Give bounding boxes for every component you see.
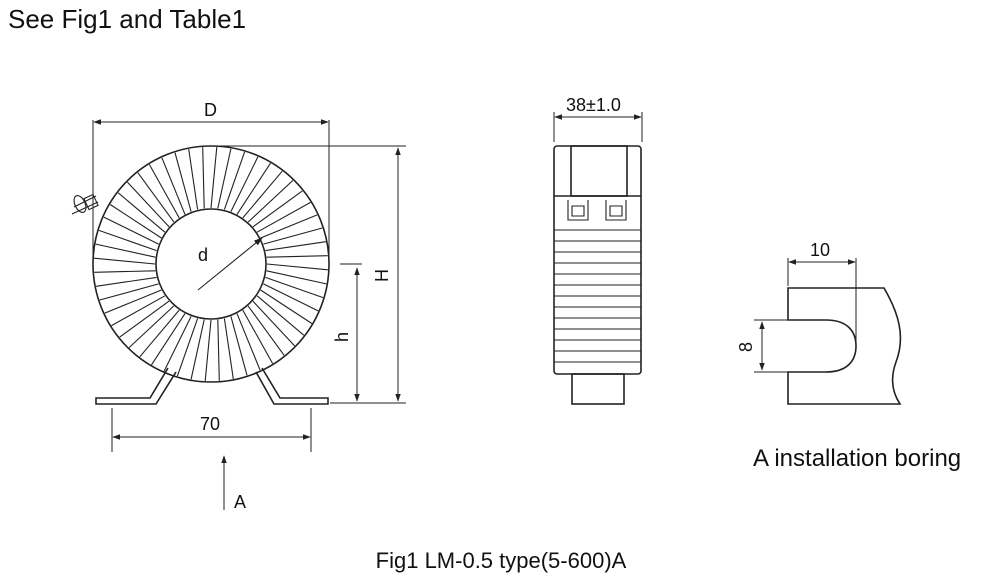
winding-line	[242, 309, 274, 364]
winding-line	[109, 204, 162, 239]
winding-line	[256, 201, 311, 233]
winding-line	[266, 270, 327, 285]
winding-line	[98, 229, 157, 252]
winding-line	[104, 289, 162, 314]
winding-line	[242, 170, 283, 219]
dim-boring-height-label: 8	[736, 342, 756, 352]
winding-line	[266, 263, 328, 271]
side-view: 38±1.0	[553, 95, 643, 405]
winding-line	[176, 318, 199, 377]
outer-circle	[92, 145, 330, 383]
winding-line	[139, 309, 180, 358]
winding-line	[128, 305, 175, 349]
side-windings	[554, 229, 641, 363]
winding-line	[126, 181, 170, 228]
winding-line	[95, 243, 156, 258]
inner-circle	[155, 208, 267, 320]
side-foot	[571, 373, 625, 405]
winding-line	[217, 148, 232, 209]
winding-line	[230, 316, 248, 376]
dim-thickness-label: 38±1.0	[566, 95, 621, 115]
winding-line	[247, 179, 294, 223]
header-text: See Fig1 and Table1	[8, 4, 247, 34]
winding-line	[266, 255, 328, 258]
winding-line	[256, 295, 305, 336]
winding-line	[263, 227, 323, 245]
winding-line	[223, 318, 234, 379]
coil-windings	[94, 147, 328, 381]
winding-line	[190, 319, 205, 380]
winding-line	[99, 283, 159, 301]
winding-line	[137, 172, 175, 223]
winding-line	[96, 276, 157, 287]
winding-line	[148, 164, 180, 219]
winding-line	[161, 157, 186, 215]
winding-line	[210, 147, 218, 209]
winding-line	[94, 257, 156, 265]
dim-boring-width-label: 10	[810, 240, 830, 260]
mounting-feet	[95, 367, 329, 405]
dim-D-label: D	[204, 100, 217, 120]
boring-caption: A installation boring	[753, 445, 962, 472]
winding-line	[263, 283, 319, 312]
winding-line	[94, 270, 156, 273]
dim-h-label: h	[332, 332, 352, 342]
winding-line	[223, 151, 246, 210]
winding-line	[252, 190, 303, 228]
winding-line	[265, 276, 324, 299]
dim-70-label: 70	[200, 414, 220, 434]
winding-line	[204, 319, 212, 381]
winding-line	[111, 295, 166, 327]
winding-line	[236, 313, 261, 371]
winding-line	[265, 241, 326, 252]
winding-line	[260, 289, 313, 324]
figure-caption: Fig1 LM-0.5 type(5-600)A	[375, 548, 627, 573]
winding-line	[260, 214, 318, 239]
winding-line	[174, 152, 192, 212]
winding-line	[163, 316, 192, 372]
winding-line	[236, 162, 271, 215]
terminal-block	[570, 145, 628, 197]
dim-d-line	[197, 237, 263, 291]
winding-line	[247, 305, 285, 356]
winding-line	[151, 313, 186, 366]
terminal-clip-icon	[567, 200, 627, 221]
installation-boring-view: 10 8	[736, 240, 902, 405]
winding-line	[117, 192, 166, 233]
winding-line	[202, 147, 205, 209]
winding-line	[252, 300, 296, 347]
dim-H-label: H	[372, 269, 392, 282]
winding-line	[103, 216, 159, 245]
winding-line	[188, 149, 199, 210]
terminal-screw-icon	[71, 193, 99, 215]
dim-d-label: d	[198, 245, 208, 265]
winding-line	[119, 300, 170, 338]
winding-line	[230, 156, 259, 212]
view-A-label: A	[234, 492, 246, 512]
winding-line	[217, 319, 220, 381]
front-view: D d H h 70 A	[71, 100, 406, 512]
